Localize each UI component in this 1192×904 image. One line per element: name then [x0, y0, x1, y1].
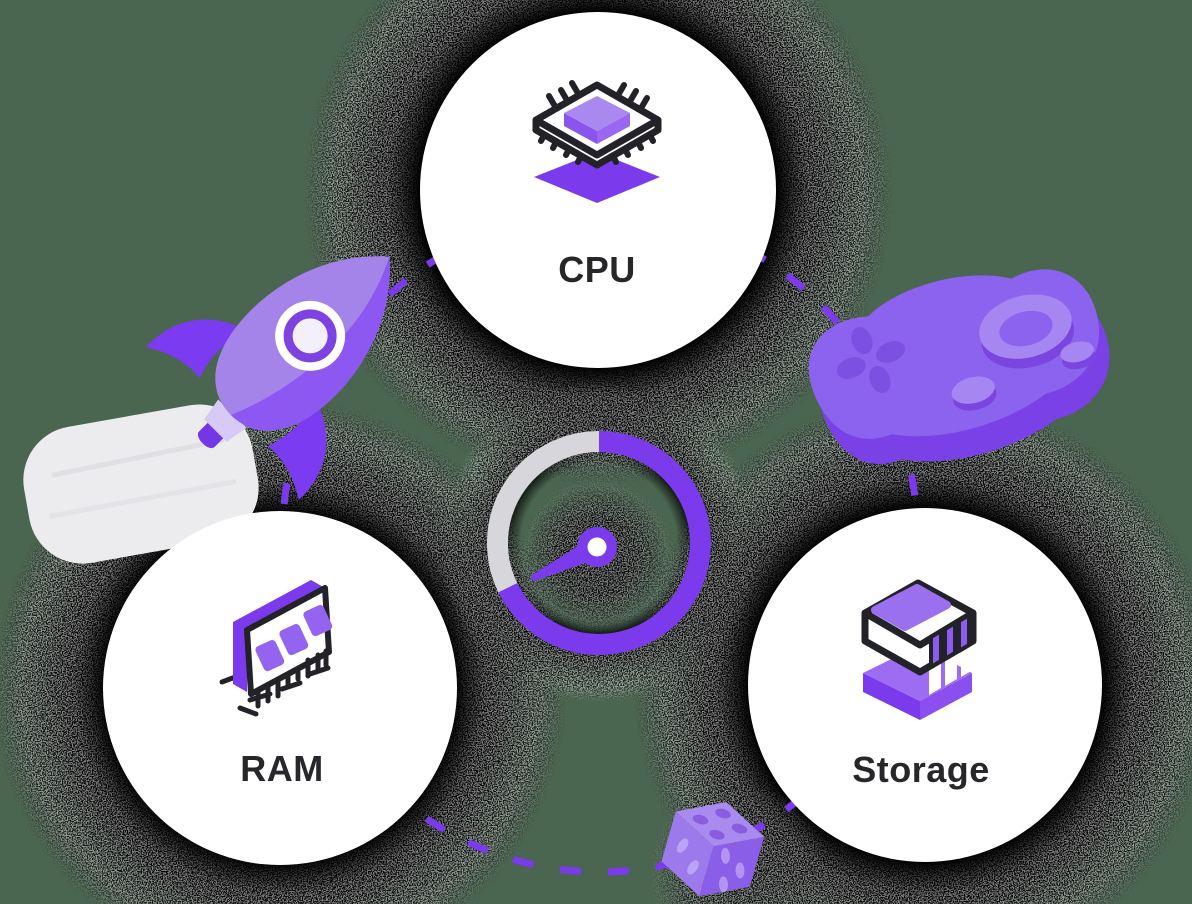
gamepad-stick-ring: [979, 294, 1075, 369]
dice-icon: [661, 802, 765, 897]
storage-drive-icon: [861, 579, 977, 720]
gamepad-icon: [808, 269, 1110, 465]
node-cpu: CPU: [420, 12, 776, 368]
gauge-fill-arc: [498, 431, 711, 655]
ram-module-icon: [219, 580, 333, 717]
gamepad-dpad: [836, 327, 905, 393]
node-storage: Storage: [748, 508, 1102, 862]
node-ram: RAM: [103, 511, 457, 865]
ram-label: RAM: [240, 748, 323, 789]
gamepad-buttons: [951, 341, 1096, 411]
speedometer-gauge: [487, 431, 711, 655]
storage-label: Storage: [852, 749, 990, 790]
cpu-chip-icon: [532, 80, 662, 203]
gauge-track-arc: [487, 431, 600, 593]
rocket-smoke-plume: [23, 404, 259, 564]
cpu-label: CPU: [558, 249, 636, 290]
gauge-needle: [530, 527, 617, 582]
rocket-icon: [146, 256, 390, 500]
